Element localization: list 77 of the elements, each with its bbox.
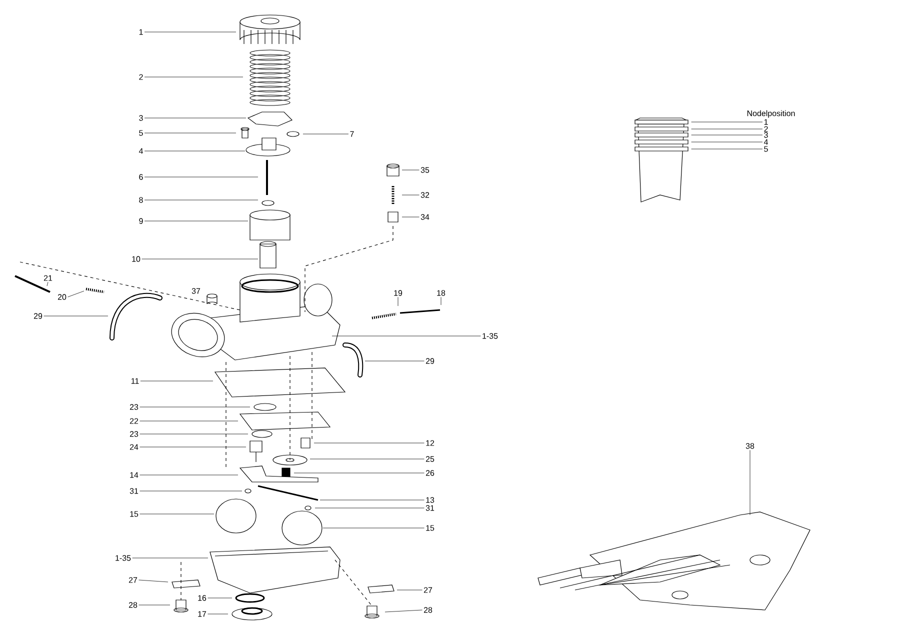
callout-number: 3 [139, 115, 143, 121]
callout-number: 9 [139, 218, 143, 224]
leader-line [364, 360, 424, 362]
leader-line [440, 296, 442, 306]
leader-line [140, 380, 214, 382]
callout-number: 31 [130, 488, 138, 494]
callout-number: 4 [764, 139, 768, 145]
leader-line [402, 216, 420, 218]
callout-number: 3 [764, 132, 768, 138]
leader-line [140, 446, 246, 448]
callout-number: 28 [424, 607, 432, 613]
callout-number: 35 [420, 167, 430, 173]
callout-number: 23 [130, 404, 138, 410]
callout-number: 27 [424, 587, 432, 593]
leader-line [142, 258, 258, 260]
callout-number: 10 [132, 256, 140, 262]
leader-line [294, 472, 424, 474]
leader-line [144, 220, 248, 222]
leader-line [138, 580, 168, 582]
callout-number: 22 [130, 418, 138, 424]
callout-number: 29 [34, 313, 42, 319]
leader-line [314, 442, 424, 444]
callout-number: 28 [128, 602, 138, 608]
leader-line [384, 610, 422, 612]
callout-number: 7 [350, 131, 354, 137]
heading-label: Nodelposition [747, 110, 795, 118]
callout-number: 29 [426, 358, 434, 364]
leader-line [310, 458, 424, 460]
callout-number: 24 [130, 444, 138, 450]
leader-line [138, 604, 170, 606]
callout-number: 4 [138, 148, 143, 154]
callout-number: 1-35 [116, 555, 131, 561]
callout-number: 5 [139, 130, 143, 136]
leader-line [144, 132, 236, 134]
leader-line [140, 474, 238, 476]
callout-number: 25 [426, 456, 434, 462]
leader-line [144, 150, 246, 152]
leader-line [140, 490, 242, 492]
callout-number: 21 [44, 275, 52, 281]
leader-line [140, 406, 250, 408]
callout-number: 1 [764, 119, 768, 125]
leader-line [402, 194, 420, 196]
callout-number: 14 [130, 472, 138, 478]
callout-number: 15 [426, 525, 434, 531]
leader-line [691, 148, 763, 150]
callout-number: 18 [437, 290, 446, 296]
leader-line [144, 76, 244, 78]
leader-line [691, 134, 763, 136]
callout-number: 2 [764, 126, 768, 132]
leader-line [140, 420, 238, 422]
callout-number: 17 [198, 611, 206, 617]
callout-number: 38 [746, 443, 754, 449]
callout-number: 1-35 [482, 333, 498, 339]
callout-number: 2 [139, 74, 143, 80]
callout-number: 15 [130, 511, 138, 517]
leader-line [46, 282, 48, 286]
leader-line [144, 176, 258, 178]
callout-number: 23 [130, 431, 138, 437]
callout-number: 20 [58, 294, 66, 300]
callout-number: 1 [139, 29, 143, 35]
callout-number: 6 [139, 174, 143, 180]
callout-number: 5 [764, 146, 768, 152]
needle-drawing [634, 118, 688, 202]
callout-number: 31 [426, 505, 434, 511]
callout-number: 26 [426, 470, 434, 476]
callout-number: 32 [420, 192, 430, 198]
callout-number: 34 [420, 214, 430, 220]
callout-number: 11 [131, 378, 139, 384]
callout-number: 37 [192, 288, 200, 294]
callout-number: 12 [426, 440, 434, 446]
callout-number: 8 [139, 197, 143, 203]
leader-line [691, 128, 763, 130]
callout-number: 19 [394, 290, 402, 296]
callout-number: 16 [198, 595, 206, 601]
callout-number: 13 [426, 497, 434, 503]
callout-number: 27 [128, 577, 138, 583]
leader-line [68, 290, 84, 298]
